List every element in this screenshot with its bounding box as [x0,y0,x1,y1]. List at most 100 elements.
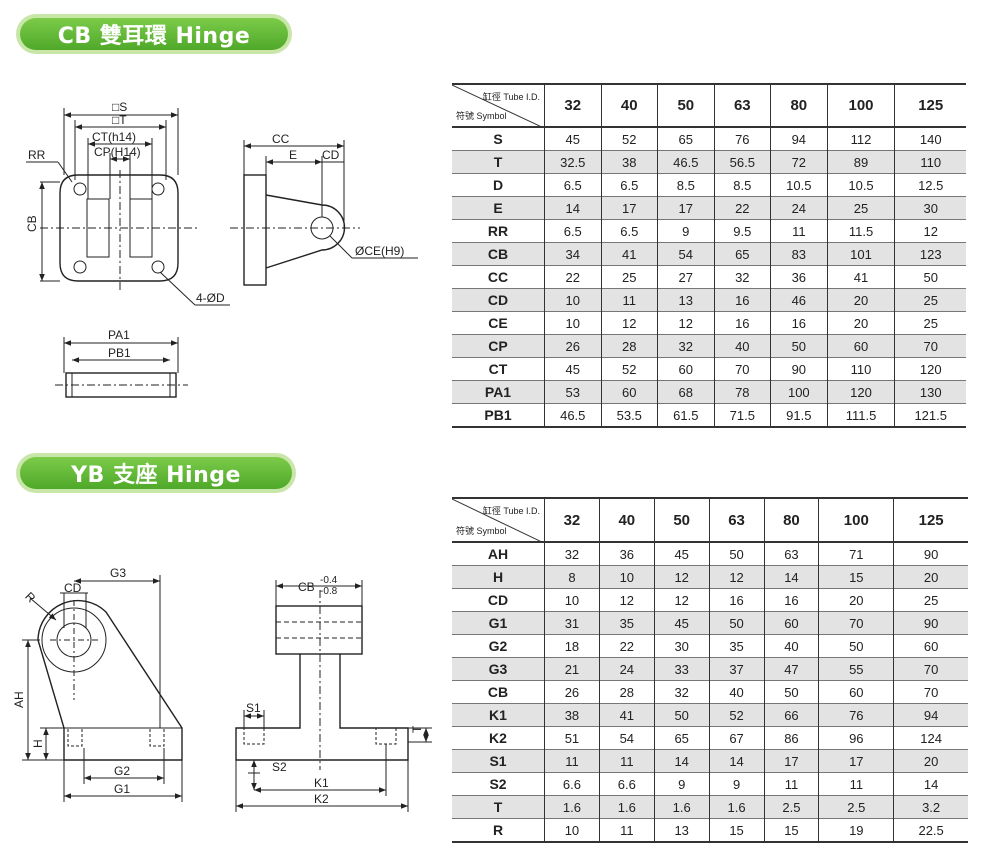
table-cell: 10 [544,288,602,312]
table-cell: 3.2 [922,799,941,815]
row-symbol: R [452,818,545,842]
table-cell: 70 [923,338,938,354]
yb-dim-s1: S1 [246,701,261,715]
table-cell: 60 [601,380,659,404]
table-cell: 91.5 [770,403,828,427]
table-cell: 46.5 [657,150,715,174]
table-cell: 70 [818,611,895,635]
table-cell: 38 [601,150,659,174]
table-cell: 76 [714,127,772,151]
table-cell: 124 [920,730,942,746]
table-cell: 76 [818,703,895,727]
yb-dim-h: H [31,739,45,748]
table-cell: 14 [764,565,820,589]
table-cell: 71.5 [714,403,772,427]
row-symbol: H [452,565,545,589]
table-cell: 14 [709,749,765,773]
table-cell: 90 [923,615,939,631]
table-cell: 20 [827,288,896,312]
table-cell: 65 [657,127,715,151]
yb-col-header: 80 [764,498,820,542]
table-cell: 38 [544,703,600,727]
row-symbol: CE [452,311,545,335]
table-cell: 61.5 [657,403,715,427]
table-cell: 25 [923,292,938,308]
table-cell: 10.5 [827,173,896,197]
table-cell: 1.6 [654,795,710,819]
table-cell: 13 [654,818,710,842]
table-cell: 70 [923,661,939,677]
table-cell: 36 [599,542,655,566]
table-cell: 11 [544,749,600,773]
table-cell: 12 [654,565,710,589]
table-cell: 6.6 [544,772,600,796]
table-cell: 16 [714,288,772,312]
table-cell: 53.5 [601,403,659,427]
table-cell: 52 [601,127,659,151]
table-cell: 12.5 [918,177,944,193]
table-cell: 31 [544,611,600,635]
table-cell: 6.5 [601,173,659,197]
cb-drawing: □S □T CT(h14) CP(H14) RR CB 4-ØD CC E CD… [25,100,418,398]
row-symbol: G2 [452,634,545,658]
table-cell: 30 [654,634,710,658]
table-cell: 15 [709,818,765,842]
cb-dim-s: □S [112,100,127,114]
row-symbol: G3 [452,657,545,681]
table-cell: 32 [657,334,715,358]
yb-dim-cd: CD [64,581,82,595]
table-cell: 34 [544,242,602,266]
yb-col-header: 100 [818,498,895,542]
cb-dim-cc: CC [272,132,290,146]
cb-table-header: 缸徑 Tube I.D. 符號 Symbol 32 40 50 63 80 10… [452,84,966,128]
table-cell: 21 [544,657,600,681]
table-cell: 67 [709,726,765,750]
table-cell: 22.5 [918,822,944,838]
table-cell: 60 [657,357,715,381]
table-cell: 17 [764,749,820,773]
yb-dim-cb-tol-upper: -0.4 [320,575,338,586]
row-symbol: S2 [452,772,545,796]
row-symbol: T [452,150,545,174]
cb-col-header: 80 [770,84,828,127]
table-cell: 68 [657,380,715,404]
table-cell: 83 [770,242,828,266]
yb-col-header: 125 [918,511,944,529]
table-cell: 10.5 [770,173,828,197]
table-cell: 25 [827,196,896,220]
yb-dim-g2: G2 [114,764,130,778]
table-cell: 41 [827,265,896,289]
table-cell: 41 [599,703,655,727]
yb-title-pill: YB 支座 Hinge [16,453,296,493]
cb-col-header: 63 [714,84,772,127]
table-cell: 17 [818,749,895,773]
table-cell: 32 [714,265,772,289]
row-symbol: D [452,173,545,197]
table-cell: 101 [827,242,896,266]
table-cell: 37 [709,657,765,681]
table-cell: 100 [770,380,828,404]
yb-table-header: 缸徑 Tube I.D. 符號 Symbol 32 40 50 63 80 10… [452,498,968,543]
row-symbol: CD [452,288,545,312]
table-cell: 11 [601,288,659,312]
row-symbol: G1 [452,611,545,635]
table-cell: 50 [764,680,820,704]
table-cell: 96 [818,726,895,750]
table-cell: 6.5 [544,173,602,197]
table-cell: 24 [770,196,828,220]
yb-dim-cb-tol-lower: -0.8 [320,586,338,597]
yb-col-header: 50 [654,498,710,542]
row-symbol: CD [452,588,545,612]
table-cell: 33 [654,657,710,681]
table-cell: 27 [657,265,715,289]
table-cell: 78 [714,380,772,404]
